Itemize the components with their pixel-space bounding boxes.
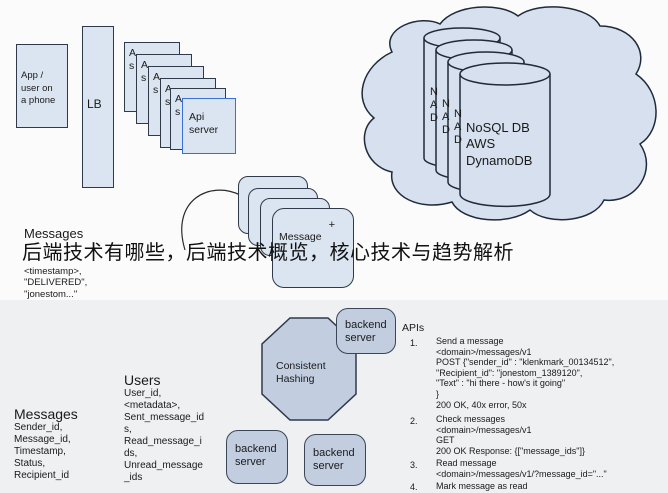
api-item-1-text: Send a message <domain>/messages/v1 POST…	[436, 336, 615, 410]
messages-table-title: Messages	[14, 406, 78, 422]
users-table-title: Users	[124, 372, 161, 388]
users-table-fields: User_id, <metadata>, Sent_message_id s, …	[124, 388, 205, 483]
overlay-caption: 后端技术有哪些，后端技术概览，核心技术与趋势解析	[22, 240, 514, 264]
apis-title: APIs	[402, 322, 425, 334]
app-phone-node: App / user on a phone	[16, 44, 68, 128]
nosql-partial-2: N A D	[442, 98, 450, 137]
nosql-partial-3: N A D	[454, 108, 462, 147]
api-item-3-num: 3.	[410, 460, 418, 470]
load-balancer-node: LB	[82, 26, 114, 188]
api-item-2-num: 2.	[410, 416, 418, 426]
api-item-3-text: Read message <domain>/messages/v1/?messa…	[436, 458, 607, 479]
api-item-4-num: 4.	[410, 482, 418, 492]
backend-server-top: backend server	[336, 308, 396, 354]
api-server-node[interactable]: Api server	[182, 98, 236, 154]
plus-icon[interactable]: +	[328, 219, 335, 231]
nosql-db-label: NoSQL DB AWS DynamoDB	[466, 120, 533, 168]
backend-server-left: backend server	[226, 430, 288, 484]
messages-table-fields: Sender_id, Message_id, Timestamp, Status…	[14, 422, 71, 481]
messages-cluster-lines: <timestamp>, "DELIVERED", "jonestom..."	[24, 266, 88, 300]
message-stack-4: Message +	[272, 208, 354, 288]
api-item-1-num: 1.	[410, 338, 418, 348]
consistent-hashing-label: Consistent Hashing	[276, 360, 326, 385]
messages-cluster-heading: Messages	[24, 226, 84, 241]
api-item-2-text: Check messages <domain>/messages/v1 GET …	[436, 414, 585, 456]
api-item-4-text: Mark message as read	[436, 481, 528, 491]
nosql-partial-1: N A D	[430, 86, 438, 125]
db-cylinder-stack	[423, 27, 551, 208]
backend-server-right: backend server	[304, 434, 366, 486]
